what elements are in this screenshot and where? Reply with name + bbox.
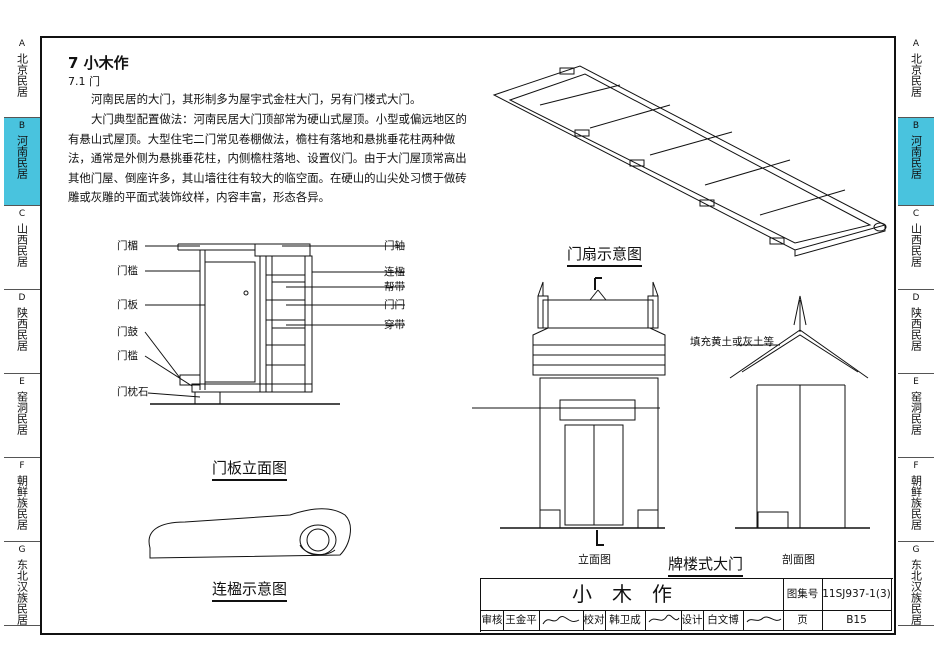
side-tab-letter: E bbox=[913, 377, 919, 387]
elevation-label: 立面图 bbox=[578, 553, 611, 566]
page-number: B15 bbox=[822, 610, 892, 631]
side-tab-g[interactable]: G 东北汉族民居 bbox=[898, 542, 934, 626]
side-tab-c[interactable]: C 山西民居 bbox=[4, 206, 40, 290]
side-tab-a[interactable]: A 北京民居 bbox=[4, 36, 40, 118]
side-tab-letter: F bbox=[19, 461, 25, 471]
paragraph-intro: 河南民居的大门，其形制多为屋宇式金柱大门，另有门楼式大门。 bbox=[91, 92, 422, 106]
archway-caption: 牌楼式大门 bbox=[668, 553, 744, 577]
checker-signature bbox=[645, 610, 682, 631]
side-tab-e[interactable]: E 窑洞民居 bbox=[898, 374, 934, 458]
side-tab-label: 朝鲜族民居 bbox=[909, 475, 923, 530]
door-panel-elevation bbox=[144, 243, 405, 405]
side-tab-letter: A bbox=[18, 39, 26, 49]
side-tab-e[interactable]: E 窑洞民居 bbox=[4, 374, 40, 458]
check-label: 校对 bbox=[583, 610, 606, 631]
atlas-label: 图集号 bbox=[783, 579, 823, 611]
door-leaf-perspective bbox=[492, 65, 887, 257]
side-tab-label: 窑洞民居 bbox=[15, 391, 29, 435]
side-tab-f[interactable]: F 朝鲜族民居 bbox=[4, 458, 40, 542]
side-tab-label: 东北汉族民居 bbox=[15, 559, 29, 625]
label-lintel: 门楣 bbox=[117, 240, 138, 252]
side-tab-f[interactable]: F 朝鲜族民居 bbox=[898, 458, 934, 542]
title-block-title: 小木作 bbox=[481, 579, 784, 611]
fill-note: 填充黄土或灰土等 bbox=[690, 336, 774, 348]
label-bangdai: 帮带 bbox=[384, 281, 405, 293]
side-tab-d[interactable]: D 陕西民居 bbox=[4, 290, 40, 374]
label-door-board: 门板 bbox=[117, 299, 138, 311]
label-pillow-stone: 门枕石 bbox=[117, 386, 149, 398]
side-tab-label: 朝鲜族民居 bbox=[15, 475, 29, 530]
side-tab-label: 北京民居 bbox=[909, 53, 923, 97]
title-block: 小木作 图集号 11SJ937-1(3) 审核 王金平 校对 韩卫成 设计 白文… bbox=[480, 578, 893, 632]
side-tab-letter: D bbox=[912, 293, 920, 303]
reviewer-name: 王金平 bbox=[503, 610, 540, 631]
side-tab-letter: G bbox=[912, 545, 920, 555]
side-tab-letter: B bbox=[912, 121, 920, 131]
label-sill-top: 门槛 bbox=[117, 265, 138, 277]
section-label: 剖面图 bbox=[782, 553, 815, 566]
side-tab-letter: A bbox=[912, 39, 920, 49]
checker-name: 韩卫成 bbox=[605, 610, 646, 631]
label-door-drum: 门鼓 bbox=[117, 326, 138, 338]
side-tab-label: 河南民居 bbox=[909, 135, 923, 179]
design-label: 设计 bbox=[681, 610, 704, 631]
side-tab-label: 窑洞民居 bbox=[909, 391, 923, 435]
drawing-frame bbox=[40, 36, 896, 635]
side-tab-letter: E bbox=[19, 377, 25, 387]
lintel-caption: 连楹示意图 bbox=[212, 578, 288, 602]
section-title: 7 小木作 bbox=[68, 54, 129, 72]
label-chuandai: 穿带 bbox=[384, 319, 405, 331]
right-tab-column: A 北京民居 B 河南民居 C 山西民居 D 陕西民居 E 窑洞民居 F 朝鲜族民居 G 东北汉族民居 bbox=[898, 36, 934, 633]
door-leaf-caption: 门扇示意图 bbox=[567, 243, 643, 267]
side-tab-letter: G bbox=[18, 545, 26, 555]
designer-signature bbox=[743, 610, 784, 631]
lintel-sketch bbox=[148, 508, 351, 559]
side-tab-a[interactable]: A 北京民居 bbox=[898, 36, 934, 118]
subsection-title: 7.1 门 bbox=[68, 75, 100, 88]
side-tab-g[interactable]: G 东北汉族民居 bbox=[4, 542, 40, 626]
archway-elevation bbox=[472, 277, 666, 546]
side-tab-letter: F bbox=[913, 461, 919, 471]
side-tab-letter: C bbox=[18, 209, 26, 219]
page-label: 页 bbox=[783, 610, 823, 631]
reviewer-signature bbox=[539, 610, 584, 631]
designer-name: 白文博 bbox=[703, 610, 744, 631]
side-tab-label: 东北汉族民居 bbox=[909, 559, 923, 625]
side-tab-label: 陕西民居 bbox=[909, 307, 923, 351]
side-tab-label: 河南民居 bbox=[15, 135, 29, 179]
side-tab-label: 北京民居 bbox=[15, 53, 29, 97]
door-panel-caption: 门板立面图 bbox=[212, 457, 288, 481]
side-tab-letter: C bbox=[912, 209, 920, 219]
archway-section bbox=[729, 295, 870, 529]
side-tab-d[interactable]: D 陕西民居 bbox=[898, 290, 934, 374]
side-tab-label: 山西民居 bbox=[909, 223, 923, 267]
review-label: 审核 bbox=[481, 610, 504, 631]
side-tab-letter: D bbox=[18, 293, 26, 303]
side-tab-label: 山西民居 bbox=[15, 223, 29, 267]
side-tab-letter: B bbox=[18, 121, 26, 131]
label-latch: 门闩 bbox=[384, 299, 405, 311]
side-tab-c[interactable]: C 山西民居 bbox=[898, 206, 934, 290]
side-tab-b[interactable]: B 河南民居 bbox=[4, 118, 40, 206]
atlas-number: 11SJ937-1(3) bbox=[822, 579, 892, 611]
paragraph-detail: 大门典型配置做法：河南民居大门顶部常为硬山式屋顶。小型或偏远地区的有悬山式屋顶。… bbox=[68, 112, 467, 204]
label-door-pivot: 门轴 bbox=[384, 240, 405, 252]
side-tab-label: 陕西民居 bbox=[15, 307, 29, 351]
left-tab-column: A 北京民居 B 河南民居 C 山西民居 D 陕西民居 E 窑洞民居 F 朝鲜族民居 G 东北汉族民居 bbox=[4, 36, 40, 633]
label-threshold: 门槛 bbox=[117, 350, 138, 362]
side-tab-b[interactable]: B 河南民居 bbox=[898, 118, 934, 206]
label-lianying: 连楹 bbox=[384, 266, 405, 278]
